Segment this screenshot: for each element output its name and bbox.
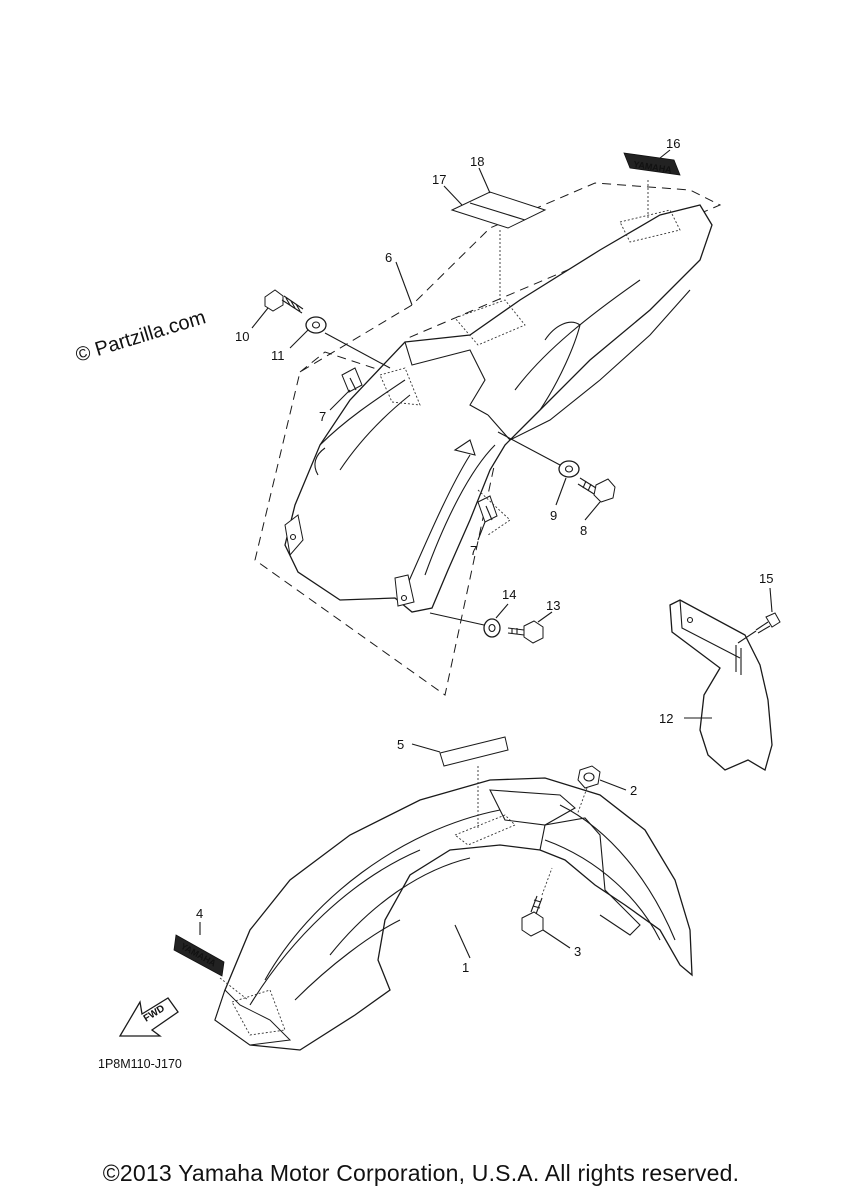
bolt-3[interactable] [521,895,544,937]
callout-14: 14 [502,587,516,602]
bolt-8-leader [497,431,561,466]
rear-fender-group-outline [254,182,722,696]
bolt-10[interactable] [264,289,304,314]
bolt-10-leader [324,332,391,369]
washer-9[interactable] [558,460,580,478]
mud-guard-12[interactable] [669,599,773,771]
callout-16: 16 [666,136,680,151]
front-fender[interactable] [214,777,693,1051]
callout-9: 9 [550,508,557,523]
callout-13: 13 [546,598,560,613]
callout-5: 5 [397,737,404,752]
callout-12: 12 [659,711,673,726]
callout-2: 2 [630,783,637,798]
callouts: 1 2 3 4 5 6 7 7 8 9 10 11 12 13 14 15 16 [196,136,773,975]
decal-5[interactable] [439,736,509,767]
bolt-2-leader [576,787,588,816]
yamaha-decal-4[interactable]: YAMAHA [173,934,225,977]
clip-nut-7-lower[interactable] [477,495,498,523]
callout-11: 11 [271,348,285,363]
callout-1: 1 [462,960,469,975]
callout-15: 15 [759,571,773,586]
bolt-13[interactable] [507,620,544,644]
callout-17: 17 [432,172,446,187]
watermark: © Partzilla.com [73,306,208,366]
clip-nut-7-upper[interactable] [341,367,363,393]
screw-15-leader [737,630,757,644]
bolt-2[interactable] [577,765,601,789]
callout-8: 8 [580,523,587,538]
callout-10: 10 [235,329,249,344]
bolt-3-leader [541,867,553,896]
diagram-code: 1P8M110-J170 [98,1057,182,1071]
callout-7b: 7 [470,543,477,558]
callout-6: 6 [385,250,392,265]
seat-decal-17-18[interactable] [450,191,547,229]
decal-4-leader [219,977,249,1001]
washer-11[interactable] [305,316,327,334]
bolt-8[interactable] [577,477,616,503]
fwd-arrow-icon: FWD [118,997,179,1037]
callout-4: 4 [196,906,203,921]
callout-3: 3 [574,944,581,959]
nut-7-lower-frame [477,489,511,536]
yamaha-decal-16[interactable]: YAMAHA [623,152,681,176]
copyright-notice: ©2013 Yamaha Motor Corporation, U.S.A. A… [102,1160,740,1186]
callout-18: 18 [470,154,484,169]
bolt-13-leader [429,612,485,626]
rear-fender[interactable] [284,204,713,613]
callout-7a: 7 [319,409,326,424]
screw-15[interactable] [755,612,781,634]
collar-14[interactable] [483,618,501,638]
